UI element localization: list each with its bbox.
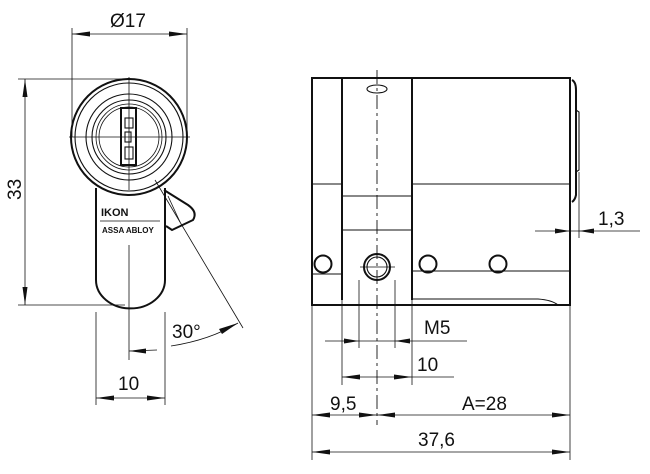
arrow — [359, 412, 377, 418]
arrow — [394, 374, 412, 380]
arrow — [342, 374, 360, 380]
arrow — [552, 449, 570, 455]
arrow — [22, 79, 28, 97]
body-chamfer — [412, 298, 559, 306]
a-label: A=28 — [462, 394, 507, 415]
arrow — [312, 449, 330, 455]
arrow — [377, 412, 395, 418]
front-view: IKON ASSA ABLOY Ø17 33 10 30° — [5, 11, 244, 405]
thread-label: M5 — [424, 318, 450, 339]
angle-line — [154, 179, 244, 329]
arrow — [96, 395, 114, 401]
cylinder-body — [311, 77, 571, 306]
cam-lever — [163, 189, 196, 232]
hole — [488, 254, 508, 274]
arrow — [312, 412, 330, 418]
arrow — [129, 348, 146, 354]
arrow — [169, 31, 187, 37]
arrow — [552, 412, 570, 418]
angle-label: 30° — [172, 322, 201, 343]
arrow — [72, 31, 90, 37]
diameter-label: Ø17 — [110, 11, 146, 32]
pin-hole — [366, 84, 388, 94]
arrow — [147, 395, 165, 401]
body-tail — [95, 188, 166, 310]
hole — [418, 254, 438, 274]
cam-width-label: 10 — [417, 355, 438, 376]
arrow — [219, 323, 238, 334]
brand-sub: ASSA ABLOY — [102, 226, 155, 235]
arrow — [344, 338, 359, 344]
flange-edge — [575, 109, 580, 173]
hole — [313, 254, 333, 274]
arrow — [22, 287, 28, 305]
offset-label: 9,5 — [330, 394, 356, 415]
arrow — [579, 228, 594, 234]
total-label: 37,6 — [418, 430, 455, 451]
cam-lever-line — [167, 195, 181, 223]
arrow — [555, 228, 570, 234]
keyway — [120, 107, 137, 166]
height-label: 33 — [5, 179, 26, 200]
flange — [571, 79, 577, 203]
arrow — [395, 338, 410, 344]
brand-logo: IKON — [101, 207, 129, 219]
side-view: 1,3 M5 10 9,5 A=28 37,6 — [311, 70, 640, 460]
flange-label: 1,3 — [598, 209, 624, 230]
width-label: 10 — [118, 374, 139, 395]
